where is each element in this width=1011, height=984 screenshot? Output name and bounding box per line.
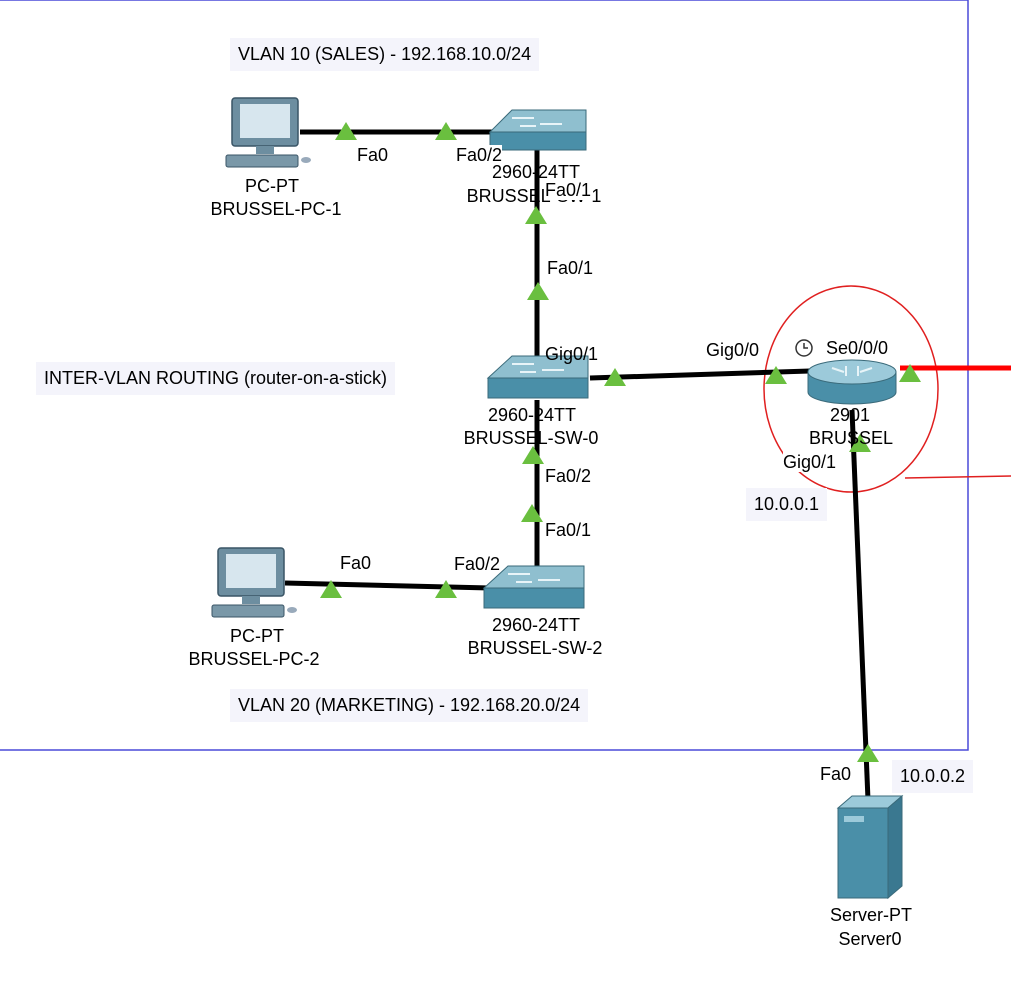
cluster-border xyxy=(0,0,969,751)
port-status-sw2-fa02 xyxy=(435,580,457,598)
port-label-sw1-fa02: Fa0/2 xyxy=(456,145,503,165)
clock-icon xyxy=(795,339,813,357)
sw2-name-label: BRUSSEL-SW-2 xyxy=(467,638,603,658)
router-device[interactable] xyxy=(807,359,897,405)
port-label-sw2-fa02: Fa0/2 xyxy=(454,554,501,574)
link-router-server[interactable] xyxy=(849,409,871,801)
port-status-pc1-fa0 xyxy=(335,122,357,140)
pc2-name-label: BRUSSEL-PC-2 xyxy=(188,649,320,669)
sw1-model-label: 2960-24TT xyxy=(491,162,581,182)
port-label-sw2-fa01: Fa0/1 xyxy=(545,520,592,540)
port-label-sw0-gig01: Gig0/1 xyxy=(545,344,599,364)
port-status-sw1-fa02 xyxy=(435,122,457,140)
annotation-circle xyxy=(763,285,939,493)
pc1-name-label: BRUSSEL-PC-1 xyxy=(210,199,342,219)
server-name-label: Server0 xyxy=(838,929,902,949)
port-status-router-gig01 xyxy=(849,434,871,452)
pc2-model-label: PC-PT xyxy=(230,626,284,646)
sw0-model-label: 2960-24TT xyxy=(487,405,577,425)
annotation-line xyxy=(904,475,1011,479)
port-label-router-gig01: Gig0/1 xyxy=(783,452,837,472)
pc1-model-label: PC-PT xyxy=(245,176,299,196)
sw2-device[interactable] xyxy=(482,565,585,609)
note-vlan20[interactable]: VLAN 20 (MARKETING) - 192.168.20.0/24 xyxy=(230,689,589,722)
note-intervlan[interactable]: INTER-VLAN ROUTING (router-on-a-stick) xyxy=(36,362,396,395)
port-label-pc1-fa0: Fa0 xyxy=(357,145,389,165)
pc2-device[interactable] xyxy=(211,547,297,618)
port-status-sw2-fa01 xyxy=(521,504,543,522)
sw0-name-label: BRUSSEL-SW-0 xyxy=(463,428,599,448)
sw0-device[interactable] xyxy=(486,355,589,399)
port-status-pc2-fa0 xyxy=(320,580,342,598)
port-status-sw0-fa01 xyxy=(527,282,549,300)
port-label-router-se000: Se0/0/0 xyxy=(826,338,889,358)
sw2-model-label: 2960-24TT xyxy=(491,615,581,635)
port-status-server-fa0 xyxy=(857,744,879,762)
port-status-sw0-fa02 xyxy=(522,446,544,464)
sw1-device[interactable] xyxy=(488,109,587,151)
port-label-sw0-fa02: Fa0/2 xyxy=(545,466,592,486)
pc1-device[interactable] xyxy=(225,97,311,168)
port-status-router-gig00 xyxy=(765,366,787,384)
router-model-label: 2901 xyxy=(829,405,871,425)
link-pc2-sw2[interactable] xyxy=(284,580,491,591)
port-label-sw0-fa01: Fa0/1 xyxy=(547,258,594,278)
port-label-server-fa0: Fa0 xyxy=(820,764,852,784)
server-device[interactable] xyxy=(836,794,904,900)
note-vlan10[interactable]: VLAN 10 (SALES) - 192.168.10.0/24 xyxy=(230,38,540,71)
port-label-pc2-fa0: Fa0 xyxy=(340,553,372,573)
port-status-sw0-gig01 xyxy=(604,368,626,386)
port-status-router-se000 xyxy=(899,364,921,382)
server-model-label: Server-PT xyxy=(829,905,913,925)
router-name-label: BRUSSEL xyxy=(808,428,894,448)
note-router-ip[interactable]: 10.0.0.1 xyxy=(746,488,828,521)
port-label-sw1-fa01: Fa0/1 xyxy=(545,180,592,200)
port-status-sw1-fa01 xyxy=(525,206,547,224)
port-label-router-gig00: Gig0/0 xyxy=(706,340,760,360)
note-server-ip[interactable]: 10.0.0.2 xyxy=(892,760,974,793)
